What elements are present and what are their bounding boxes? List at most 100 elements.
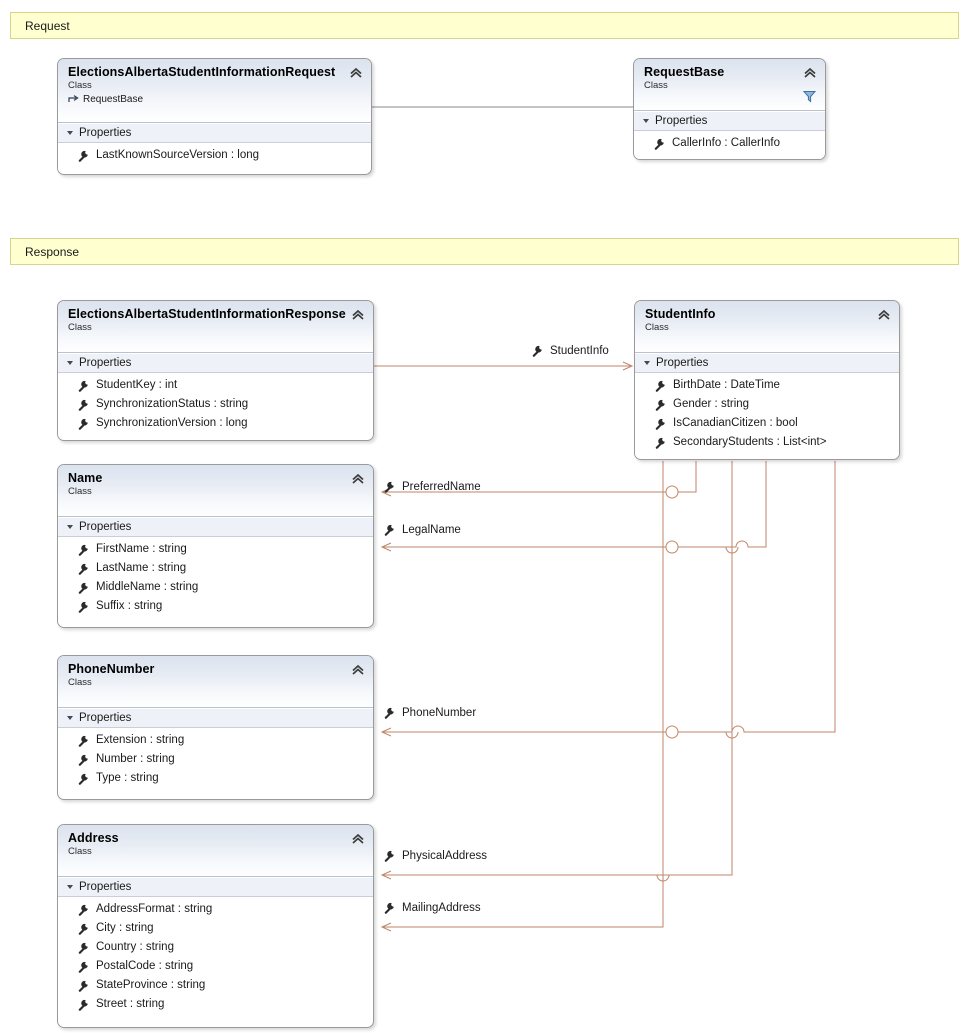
collapse-chevron-icon[interactable]: [351, 832, 365, 846]
member-label: AddressFormat : string: [96, 903, 213, 915]
member-label: CallerInfo : CallerInfo: [672, 137, 781, 149]
member-row[interactable]: Type : string: [58, 769, 373, 788]
property-wrench-icon: [78, 980, 88, 992]
property-wrench-icon: [655, 399, 665, 411]
member-list: AddressFormat : string City : string Cou…: [58, 897, 373, 1020]
member-row[interactable]: LastName : string: [58, 559, 373, 578]
class-header: Address Class: [58, 825, 373, 877]
property-wrench-icon: [78, 754, 88, 766]
class-kind: Class: [68, 322, 92, 333]
member-label: Extension : string: [96, 734, 185, 746]
member-label: IsCanadianCitizen : bool: [673, 417, 798, 429]
member-label: Number : string: [96, 753, 175, 765]
member-row[interactable]: StudentKey : int: [58, 376, 373, 395]
section-properties[interactable]: Properties: [58, 877, 373, 897]
member-row[interactable]: Extension : string: [58, 731, 373, 750]
member-row[interactable]: StateProvince : string: [58, 976, 373, 995]
class-kind: Class: [645, 322, 669, 333]
member-row[interactable]: PostalCode : string: [58, 957, 373, 976]
member-label: StudentKey : int: [96, 379, 178, 391]
expander-triangle-icon[interactable]: [644, 361, 650, 365]
property-wrench-icon: [78, 544, 88, 556]
expander-triangle-icon[interactable]: [67, 885, 73, 889]
property-wrench-icon: [655, 418, 665, 430]
class-kind: Class: [644, 80, 668, 91]
member-row[interactable]: SynchronizationVersion : long: [58, 414, 373, 433]
association-label-preferredname[interactable]: PreferredName: [383, 481, 481, 493]
section-properties[interactable]: Properties: [58, 353, 373, 373]
class-title: Name: [68, 471, 103, 485]
collapse-chevron-icon[interactable]: [349, 66, 363, 80]
collapse-chevron-icon[interactable]: [351, 663, 365, 677]
member-row[interactable]: Number : string: [58, 750, 373, 769]
band-response-label: Response: [25, 244, 80, 259]
class-title: StudentInfo: [645, 307, 716, 321]
class-header: RequestBase Class: [634, 59, 825, 111]
property-wrench-icon: [384, 524, 394, 536]
section-properties[interactable]: Properties: [58, 123, 371, 143]
section-properties[interactable]: Properties: [635, 353, 899, 373]
class-phone-number[interactable]: PhoneNumber Class Properties Extension :…: [57, 655, 374, 800]
section-label: Properties: [655, 115, 708, 127]
member-list: FirstName : string LastName : string Mid…: [58, 537, 373, 622]
member-row[interactable]: Country : string: [58, 938, 373, 957]
collapse-chevron-icon[interactable]: [351, 472, 365, 486]
member-label: Gender : string: [673, 398, 750, 410]
collapse-chevron-icon[interactable]: [351, 308, 365, 322]
class-elections-alberta-student-information-request[interactable]: ElectionsAlbertaStudentInformationReques…: [57, 58, 372, 175]
member-row[interactable]: Street : string: [58, 995, 373, 1014]
member-row[interactable]: CallerInfo : CallerInfo: [634, 134, 825, 153]
class-request-base[interactable]: RequestBase Class Properties CallerInfo …: [633, 58, 826, 160]
collapse-chevron-icon[interactable]: [877, 308, 891, 322]
class-title: ElectionsAlbertaStudentInformationReques…: [68, 65, 336, 79]
member-row[interactable]: Suffix : string: [58, 597, 373, 616]
member-row[interactable]: MiddleName : string: [58, 578, 373, 597]
association-label-studentinfo[interactable]: StudentInfo: [531, 345, 609, 357]
member-label: MiddleName : string: [96, 581, 199, 593]
member-row[interactable]: IsCanadianCitizen : bool: [635, 414, 899, 433]
section-properties[interactable]: Properties: [58, 517, 373, 537]
class-header: ElectionsAlbertaStudentInformationRespon…: [58, 301, 373, 353]
class-student-info[interactable]: StudentInfo Class Properties BirthDate :…: [634, 300, 900, 460]
class-kind: Class: [68, 486, 92, 497]
class-address[interactable]: Address Class Properties AddressFormat :…: [57, 824, 374, 1028]
expander-triangle-icon[interactable]: [67, 131, 73, 135]
association-label-phonenumber[interactable]: PhoneNumber: [383, 707, 476, 719]
member-row[interactable]: SynchronizationStatus : string: [58, 395, 373, 414]
section-properties[interactable]: Properties: [58, 708, 373, 728]
member-row[interactable]: AddressFormat : string: [58, 900, 373, 919]
collapse-chevron-icon[interactable]: [803, 66, 817, 80]
association-label-physicaladdress[interactable]: PhysicalAddress: [383, 850, 487, 862]
class-header: PhoneNumber Class: [58, 656, 373, 708]
property-wrench-icon: [532, 345, 542, 357]
member-row[interactable]: City : string: [58, 919, 373, 938]
class-header: ElectionsAlbertaStudentInformationReques…: [58, 59, 371, 123]
section-label: Properties: [79, 881, 132, 893]
member-row[interactable]: FirstName : string: [58, 540, 373, 559]
section-label: Properties: [79, 521, 132, 533]
member-row[interactable]: Gender : string: [635, 395, 899, 414]
class-name[interactable]: Name Class Properties FirstName : string…: [57, 464, 374, 628]
class-elections-alberta-student-information-response[interactable]: ElectionsAlbertaStudentInformationRespon…: [57, 300, 374, 441]
property-wrench-icon: [78, 999, 88, 1011]
expander-triangle-icon[interactable]: [67, 361, 73, 365]
band-request-label: Request: [25, 18, 70, 33]
expander-triangle-icon[interactable]: [67, 525, 73, 529]
filter-funnel-icon[interactable]: [803, 90, 816, 103]
association-label-mailingaddress[interactable]: MailingAddress: [383, 902, 481, 914]
member-row[interactable]: SecondaryStudents : List<int>: [635, 433, 899, 452]
connector-phonenumber: [382, 461, 836, 732]
member-label: LastName : string: [96, 562, 187, 574]
association-label-legalname[interactable]: LegalName: [383, 524, 461, 536]
member-row[interactable]: LastKnownSourceVersion : long: [58, 146, 371, 165]
member-label: FirstName : string: [96, 543, 187, 555]
member-list: CallerInfo : CallerInfo: [634, 131, 825, 159]
member-list: StudentKey : int SynchronizationStatus :…: [58, 373, 373, 439]
property-wrench-icon: [78, 563, 88, 575]
expander-triangle-icon[interactable]: [643, 119, 649, 123]
expander-triangle-icon[interactable]: [67, 716, 73, 720]
member-row[interactable]: BirthDate : DateTime: [635, 376, 899, 395]
property-wrench-icon: [78, 735, 88, 747]
section-properties[interactable]: Properties: [634, 111, 825, 131]
property-wrench-icon: [655, 380, 665, 392]
